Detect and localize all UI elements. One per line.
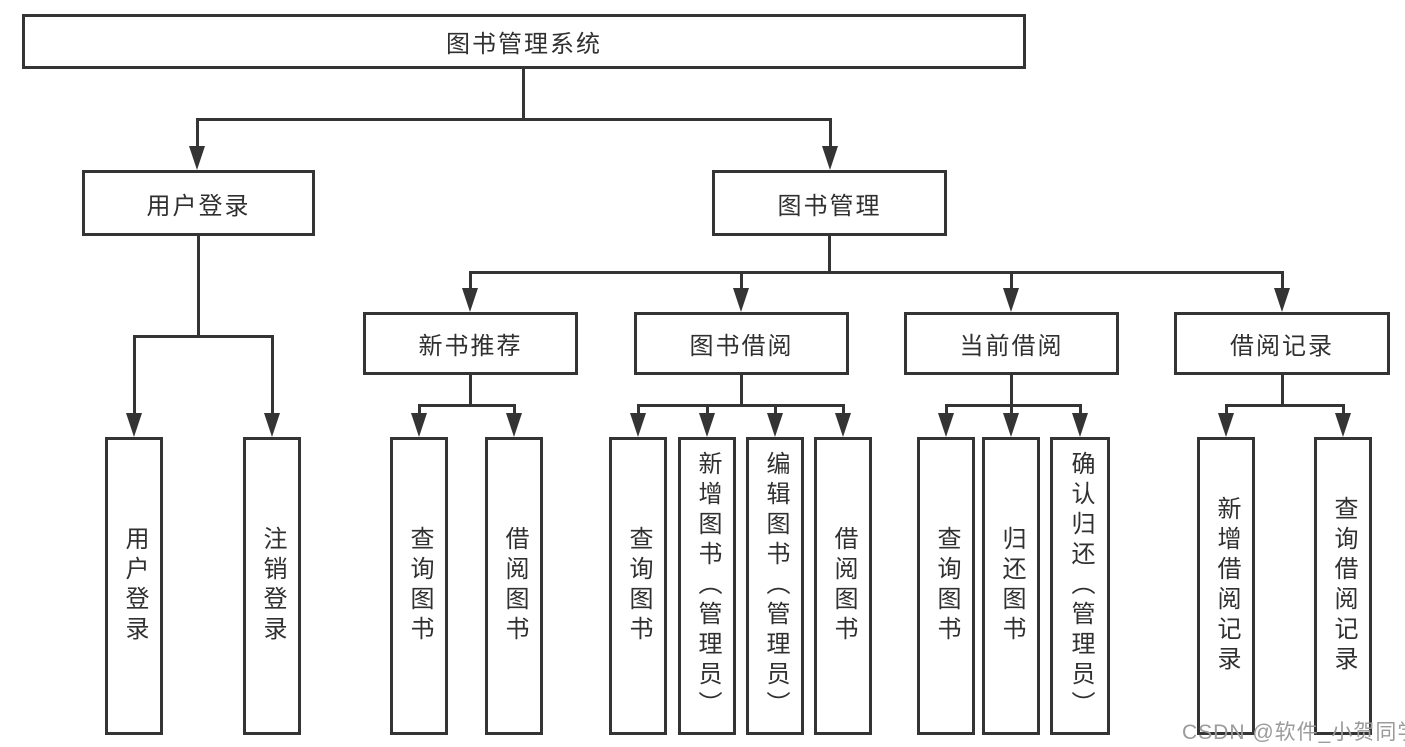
node-new-book-recommend: 新书推荐 [363,312,578,375]
leaf-query-borrow-record: 查询借阅记录 [1314,437,1372,735]
connector-line [196,118,832,121]
connector-line [740,375,743,407]
connector-line [828,236,831,274]
connector-line [1342,404,1345,418]
arrow-down-icon [630,413,646,437]
leaf-label: 注销登录 [259,526,286,646]
connector-line [418,404,516,407]
leaf-label: 借阅图书 [501,526,528,646]
connector-line [1010,271,1013,291]
leaf-recommend-borrow-books: 借阅图书 [485,437,543,735]
node-borrow-records: 借阅记录 [1174,312,1390,375]
connector-line [1010,404,1013,418]
leaf-borrow-books: 借阅图书 [814,437,872,735]
node-book-management: 图书管理 [712,170,947,236]
leaf-logout: 注销登录 [243,437,301,735]
connector-line [522,68,525,120]
leaf-confirm-return-admin: 确认归还（管理员） [1050,437,1110,735]
leaf-edit-books-admin: 编辑图书（管理员） [746,437,804,735]
leaf-borrow-query-books: 查询图书 [609,437,667,735]
arrow-down-icon [506,413,522,437]
connector-line [1281,271,1284,291]
arrow-down-icon [733,288,749,312]
connector-line [133,335,274,338]
connector-line [196,118,199,152]
leaf-label: 查询图书 [933,526,960,646]
leaf-label: 新增图书（管理员） [694,451,721,721]
connector-line [1010,375,1013,407]
connector-line [842,404,845,418]
leaf-add-books-admin: 新增图书（管理员） [678,437,736,735]
leaf-label: 归还图书 [998,526,1025,646]
node-current-borrow: 当前借阅 [904,312,1119,375]
connector-line [197,236,200,338]
arrow-down-icon [1274,288,1290,312]
connector-line [469,271,1284,274]
arrow-down-icon [1003,288,1019,312]
arrow-down-icon [189,146,205,170]
arrow-down-icon [835,413,851,437]
connector-line [133,335,136,417]
connector-line [829,118,832,152]
arrow-down-icon [1218,413,1234,437]
node-root-system: 图书管理系统 [22,14,1026,69]
arrow-down-icon [411,413,427,437]
leaf-user-login: 用户登录 [105,437,163,735]
arrow-down-icon [699,413,715,437]
connector-line [469,375,472,407]
connector-line [945,404,1082,407]
node-user-login: 用户登录 [82,170,315,236]
leaf-label: 查询借阅记录 [1330,496,1357,676]
arrow-down-icon [938,413,954,437]
connector-line [706,404,709,418]
arrow-down-icon [822,146,838,170]
arrow-down-icon [462,288,478,312]
leaf-return-books: 归还图书 [982,437,1040,735]
node-book-borrow: 图书借阅 [634,312,849,375]
connector-line [945,404,948,418]
connector-line [774,404,777,418]
connector-line [637,404,640,418]
arrow-down-icon [1003,413,1019,437]
connector-line [1225,404,1228,418]
connector-line [513,404,516,418]
connector-line [469,271,472,291]
leaf-label: 用户登录 [121,526,148,646]
arrow-down-icon [126,413,142,437]
leaf-label: 查询图书 [406,526,433,646]
leaf-current-query-books: 查询图书 [917,437,975,735]
leaf-label: 借阅图书 [830,526,857,646]
connector-line [740,271,743,291]
connector-line [418,404,421,418]
arrow-down-icon [767,413,783,437]
leaf-label: 查询图书 [625,526,652,646]
arrow-down-icon [1335,413,1351,437]
watermark: CSDN @软件_小贺同学 [1182,721,1405,744]
leaf-label: 编辑图书（管理员） [762,451,789,721]
arrow-down-icon [1072,413,1088,437]
leaf-label: 新增借阅记录 [1213,496,1240,676]
connector-line [1079,404,1082,418]
leaf-add-borrow-record: 新增借阅记录 [1197,437,1255,735]
arrow-down-icon [264,413,280,437]
leaf-label: 确认归还（管理员） [1067,451,1094,721]
leaf-recommend-query-books: 查询图书 [390,437,448,735]
connector-line [271,335,274,417]
connector-line [637,404,845,407]
connector-line [1225,404,1345,407]
connector-line [1281,375,1284,407]
